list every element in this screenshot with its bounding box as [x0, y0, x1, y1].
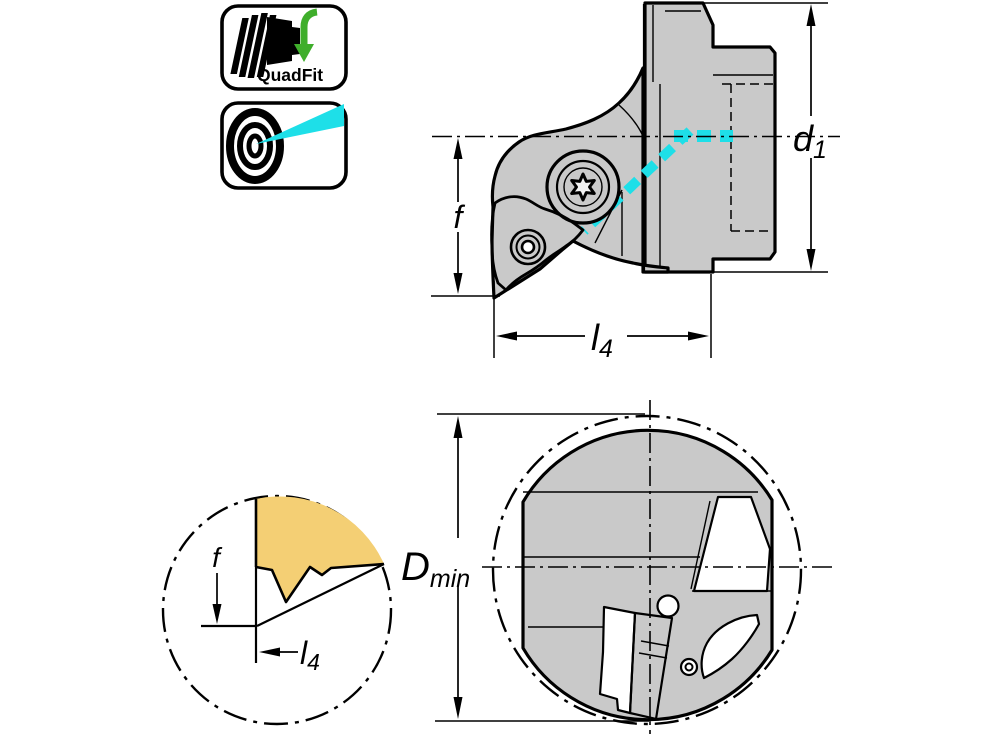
- dim-label-f-side: f: [454, 199, 466, 235]
- detail-view-drawing: f l4: [161, 494, 393, 726]
- dim-label-l4-detail: l4: [300, 635, 320, 675]
- dimension-f: f: [431, 138, 500, 297]
- dimension-dmin: Dmin: [401, 413, 651, 722]
- detail-circle: [161, 494, 393, 726]
- dimension-d1: d1: [703, 2, 828, 273]
- front-view-drawing: Dmin: [401, 400, 832, 734]
- dim-label-f-detail: f: [212, 542, 223, 573]
- cartridge-screw-icon: [679, 657, 699, 677]
- coolant-jet-icon: [256, 104, 344, 144]
- dim-label-dmin: Dmin: [401, 545, 470, 593]
- dim-label-l4-side: l4: [591, 317, 613, 363]
- min-bore-circle: [491, 414, 803, 726]
- insert-swap-arrow-icon: [294, 8, 318, 62]
- torx-screw-icon: [545, 149, 621, 225]
- side-view-drawing: f d1 l4: [431, 1, 840, 363]
- quadfit-icon: [230, 8, 318, 78]
- dimension-f-detail: f: [212, 542, 223, 624]
- dim-label-d1: d1: [793, 118, 827, 164]
- cartridge-pin-icon: [656, 594, 680, 618]
- front-insert: [628, 611, 674, 721]
- dimension-l4: l4: [493, 274, 712, 363]
- insert-hole-icon: [509, 228, 547, 266]
- quadfit-badge-label: QuadFit: [257, 65, 323, 85]
- clamp-arm: [700, 613, 761, 680]
- insert-cartridge: [598, 594, 699, 721]
- coolant-target-icon: [226, 104, 344, 184]
- quadfit-badge: QuadFit: [220, 4, 348, 91]
- threading-insert: [490, 195, 585, 292]
- dimension-l4-detail: l4: [259, 635, 320, 675]
- precision-coolant-badge: [220, 101, 348, 190]
- insert-profile-fill: [256, 496, 384, 602]
